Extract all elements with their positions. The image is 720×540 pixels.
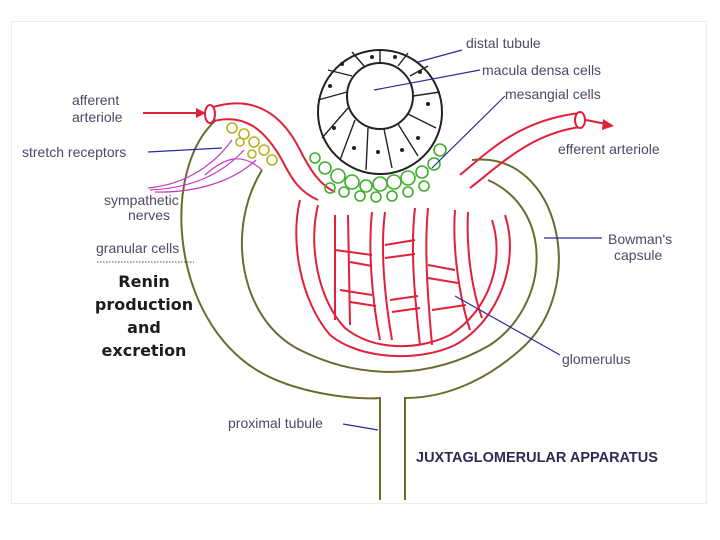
renin-line-2: production	[95, 295, 193, 314]
renin-line-4: excretion	[102, 341, 187, 360]
label-glomerulus: glomerulus	[562, 351, 630, 367]
label-granular-cells: granular cells	[96, 240, 179, 256]
label-afferent-line2: arteriole	[72, 109, 123, 125]
bowmans-capsule-outer-right	[404, 158, 560, 500]
granular-cells-cluster	[226, 122, 278, 166]
bowmans-capsule-inner	[240, 169, 538, 373]
afferent-arteriole-wall-top	[209, 102, 336, 193]
renin-line-3: and	[127, 318, 161, 337]
glomerulus-capillaries	[295, 199, 511, 358]
label-efferent-arteriole: efferent arteriole	[558, 141, 660, 157]
label-macula-densa: macula densa cells	[482, 62, 601, 78]
label-sympathetic-line1: sympathetic	[104, 192, 179, 208]
label-mesangial-cells: mesangial cells	[505, 86, 601, 102]
sympathetic-nerves	[147, 139, 263, 193]
label-proximal-tubule: proximal tubule	[228, 415, 323, 431]
label-bowmans-line2: capsule	[614, 247, 662, 263]
label-bowmans-line1: Bowman's	[608, 231, 672, 247]
bowmans-capsule-outer	[180, 119, 381, 500]
afferent-arrow-head	[196, 108, 206, 118]
efferent-arteriole-wall-top	[459, 112, 581, 176]
label-sympathetic-line2: nerves	[128, 207, 170, 223]
distal-tubule	[317, 49, 443, 175]
afferent-arteriole-lumen	[204, 104, 216, 124]
afferent-arteriole-wall-bottom	[209, 118, 319, 201]
renin-line-1: Renin	[118, 272, 169, 291]
label-stretch-receptors: stretch receptors	[22, 144, 126, 160]
label-afferent-line1: afferent	[72, 92, 119, 108]
efferent-arteriole-wall-bottom	[469, 126, 581, 189]
mesangial-cell-cluster	[309, 143, 447, 203]
leader-lines	[147, 49, 602, 431]
efferent-arrow-head	[602, 119, 614, 130]
efferent-arteriole-lumen	[574, 111, 586, 129]
diagram-title: JUXTAGLOMERULAR APPARATUS	[416, 450, 658, 466]
label-distal-tubule: distal tubule	[466, 35, 541, 51]
